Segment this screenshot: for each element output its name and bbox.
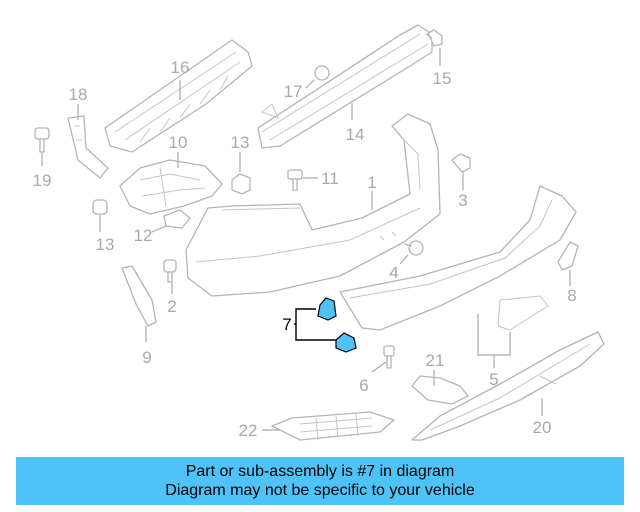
part-16-absorber [104, 39, 253, 153]
callout-19: 19 [33, 171, 52, 190]
callout-21: 21 [426, 351, 445, 370]
part-22-reflector [271, 411, 395, 441]
callout-5: 5 [489, 370, 498, 389]
callout-18: 18 [69, 85, 88, 104]
part-9-side-trim [121, 265, 157, 327]
callout-4: 4 [389, 263, 398, 282]
info-banner: Part or sub-assembly is #7 in diagram Di… [16, 457, 624, 505]
part-15-bolt [425, 29, 443, 47]
callout-7: 7 [282, 315, 291, 334]
part-17-nut [314, 65, 330, 81]
parts-diagram: 16 18 19 10 13 11 14 17 15 3 1 13 12 4 2… [33, 24, 605, 441]
part-21-bracket [411, 375, 469, 405]
part-1-bumper-cover [185, 113, 441, 297]
callout-15: 15 [433, 69, 452, 88]
callout-9: 9 [142, 348, 151, 367]
callout-leaders [41, 48, 571, 431]
callout-13-low: 13 [96, 235, 115, 254]
callout-8: 8 [567, 286, 576, 305]
callout-17: 17 [284, 82, 303, 101]
callout-2: 2 [167, 297, 176, 316]
part-13-clip-low [92, 199, 108, 215]
callout-10: 10 [169, 133, 188, 152]
part-6-bolt [383, 345, 395, 369]
part-7-highlighted [317, 297, 357, 353]
part-2-screw [163, 259, 177, 283]
callout-22: 22 [239, 421, 258, 440]
callout-1: 1 [367, 173, 376, 192]
part-18-bracket [67, 115, 109, 179]
callout-6: 6 [359, 376, 368, 395]
part-14-beam [257, 24, 433, 149]
part-13-clip-top [231, 173, 251, 195]
callout-14: 14 [346, 125, 365, 144]
part-3-clip [451, 153, 471, 173]
callout-labels: 16 18 19 10 13 11 14 17 15 3 1 13 12 4 2… [33, 58, 577, 440]
part-8-trim [557, 241, 579, 271]
part-19-screw [34, 127, 50, 153]
part-10-support [119, 159, 223, 215]
banner-line-1: Part or sub-assembly is #7 in diagram [185, 463, 455, 480]
part-11-bolt [287, 169, 303, 191]
part-20-diffuser [411, 331, 605, 441]
callout-11: 11 [321, 169, 339, 188]
callout-13-top: 13 [231, 133, 250, 152]
part-5-lower-cover [339, 185, 577, 331]
callout-20: 20 [533, 418, 552, 437]
callout-12: 12 [134, 226, 153, 245]
part-4-screw [403, 240, 424, 256]
callout-16: 16 [171, 58, 190, 77]
part-12-small-piece [163, 209, 191, 229]
callout-3: 3 [458, 191, 467, 210]
banner-line-2: Diagram may not be specific to your vehi… [165, 482, 475, 499]
